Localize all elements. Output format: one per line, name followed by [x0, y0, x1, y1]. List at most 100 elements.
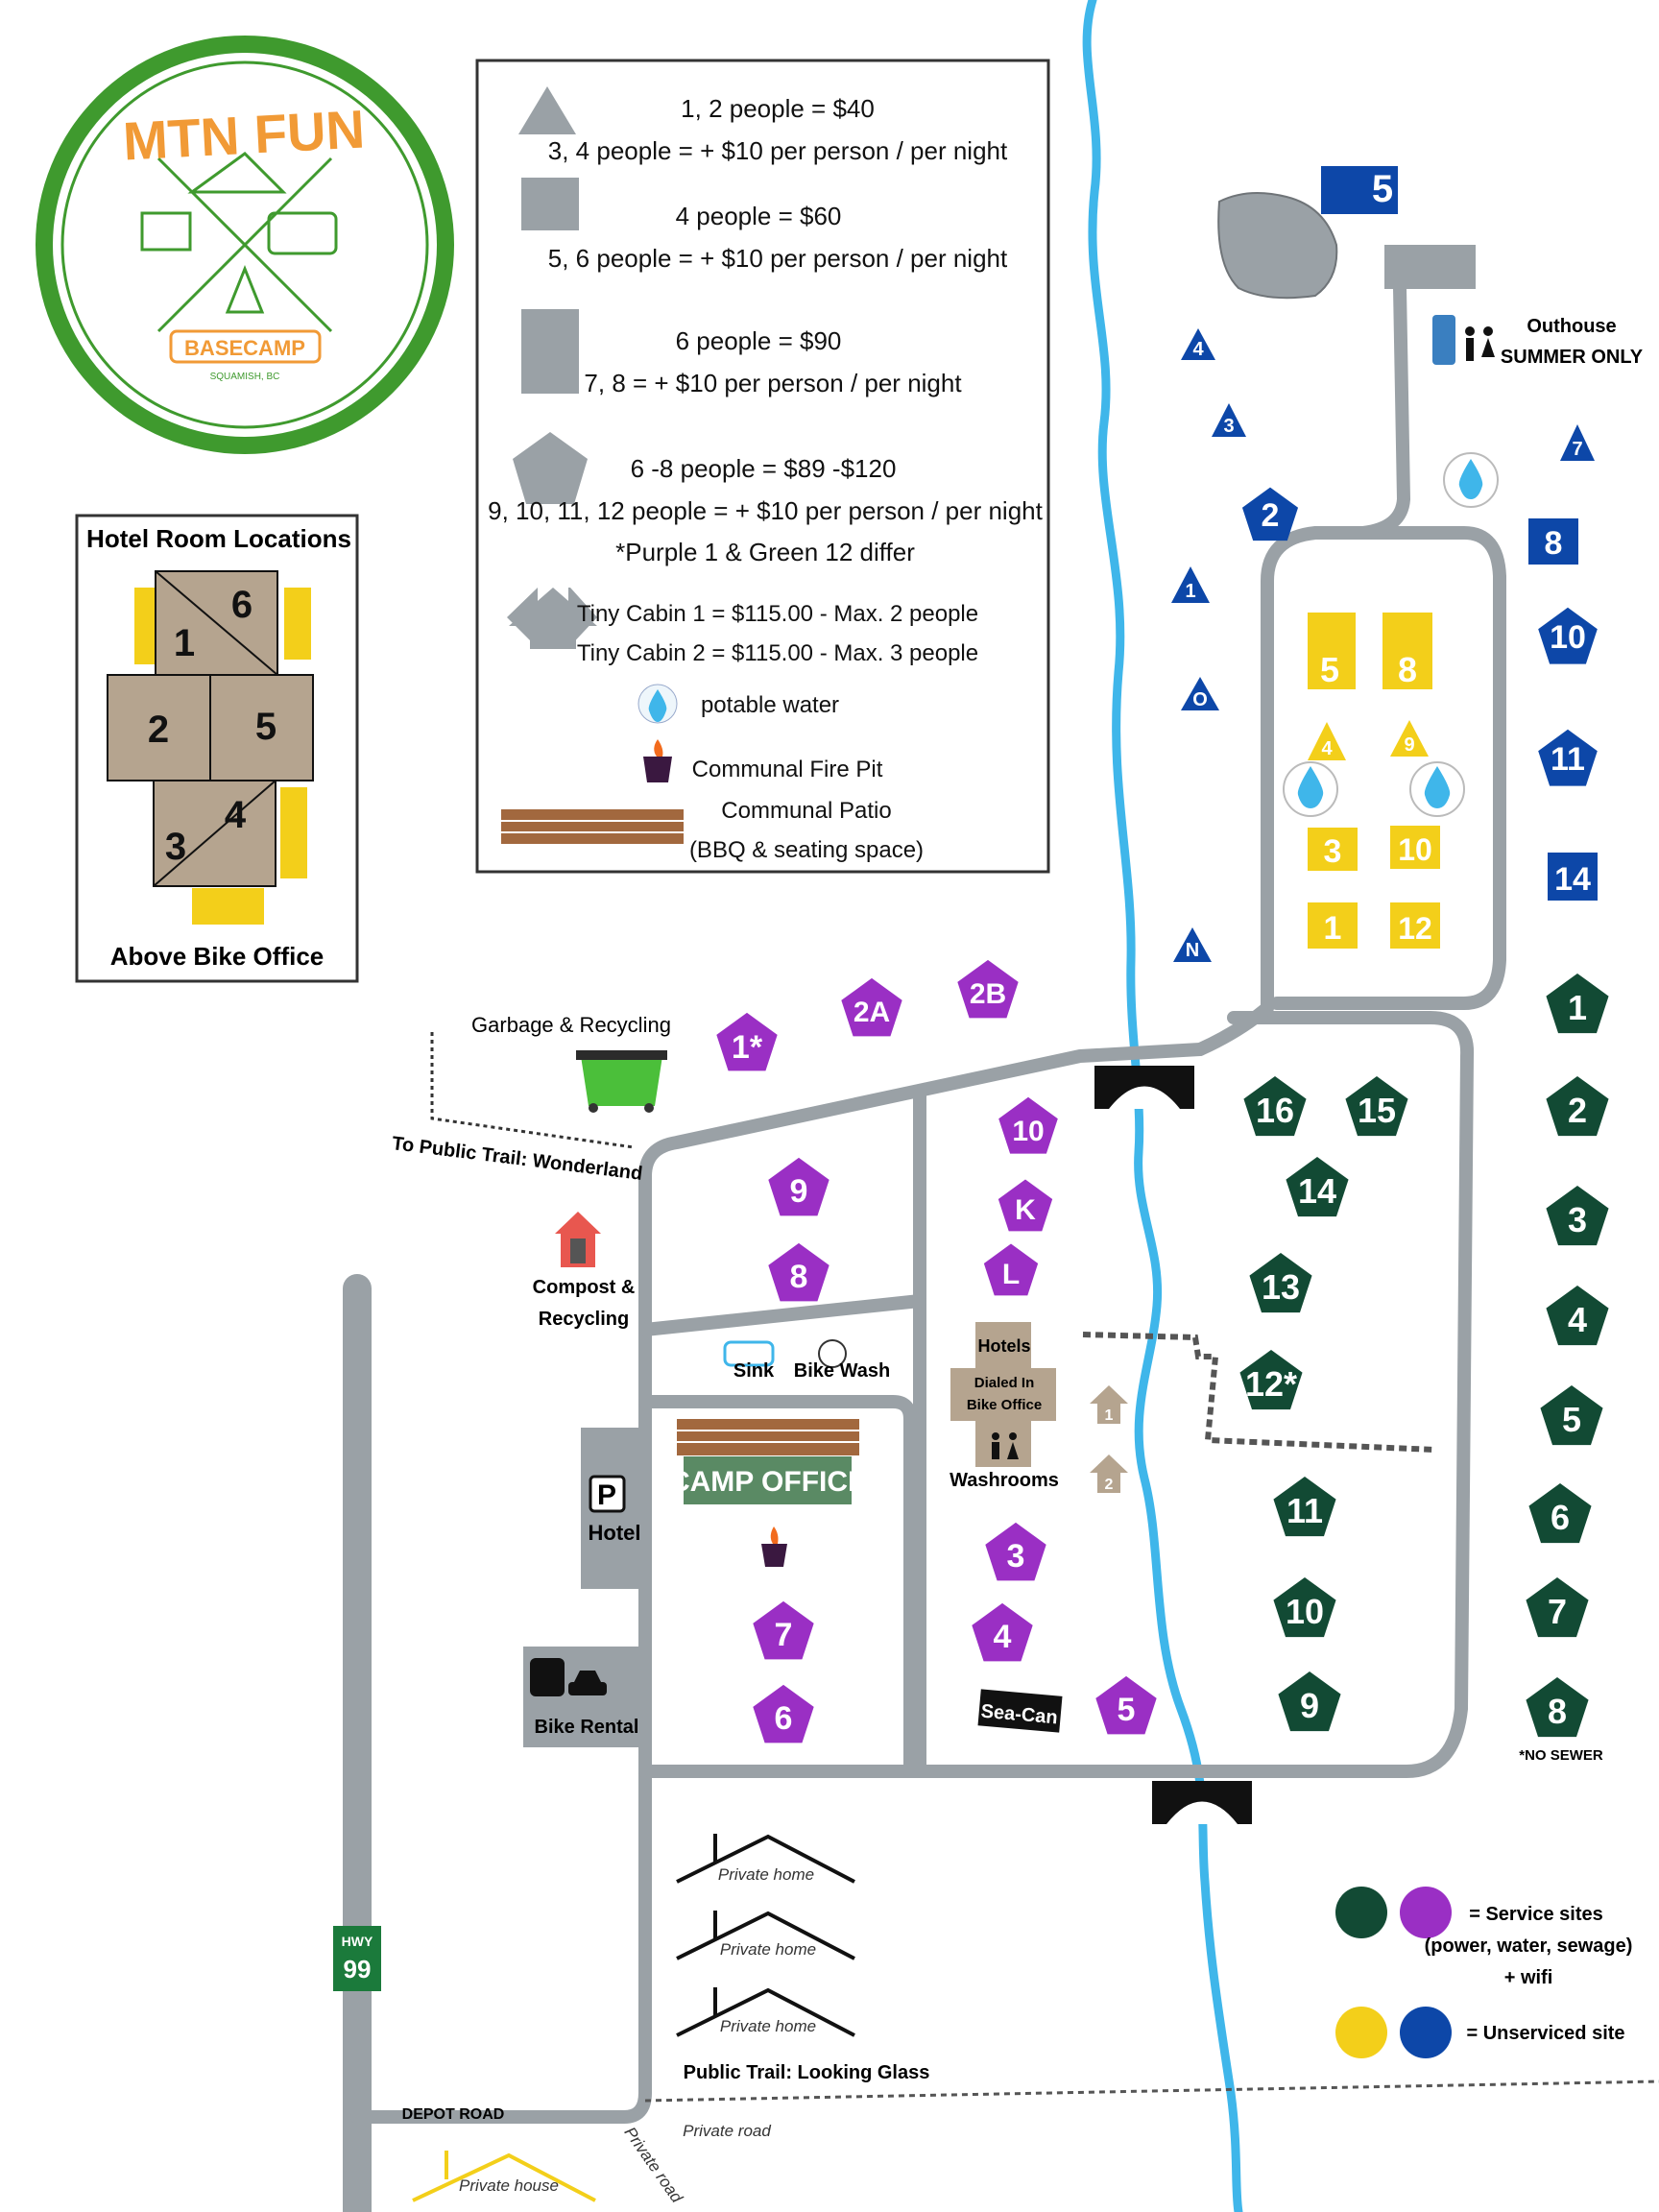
camp-office-label: CAMP OFFICE — [669, 1466, 867, 1498]
site-blue-sq-14[interactable] — [1548, 853, 1598, 901]
legend-water: potable water — [701, 692, 839, 718]
site-yellow-sq-3[interactable] — [1308, 828, 1358, 871]
site-purple-L-label: L — [1002, 1259, 1020, 1290]
bike-wash-label: Bike Wash — [794, 1360, 890, 1382]
hotel-building — [950, 1322, 1056, 1467]
site-blue-sq-8-label: 8 — [1545, 525, 1563, 562]
site-blue-5-top[interactable] — [1321, 166, 1398, 214]
water-icon-loop-left — [1283, 761, 1338, 817]
site-blue-tri-1[interactable] — [1171, 566, 1210, 603]
camp-office-sign — [684, 1456, 852, 1504]
site-blue-tri-3[interactable] — [1212, 403, 1246, 437]
legend-pent-1: 6 -8 people = $89 -$120 — [631, 454, 897, 483]
hotel-room-6: 6 — [231, 584, 252, 626]
legend-rect-icon — [521, 309, 579, 394]
legend-patio-2: (BBQ & seating space) — [689, 837, 924, 863]
water-drop-icon — [648, 689, 667, 722]
private-home-1-label: Private home — [718, 1865, 814, 1884]
key-service-2: (power, water, sewage) — [1425, 1936, 1633, 1957]
hotel-room-2: 2 — [148, 709, 169, 751]
site-yellow-rect-8[interactable] — [1382, 613, 1432, 689]
outhouse-note: SUMMER ONLY — [1501, 347, 1644, 368]
compost-icon — [555, 1212, 601, 1267]
hwy-label: HWY — [342, 1934, 373, 1949]
key-service-3: + wifi — [1504, 1967, 1553, 1988]
site-blue-tri-7[interactable] — [1560, 424, 1595, 461]
legend-firepit: Communal Fire Pit — [692, 757, 883, 782]
dotted-path-wonderland — [430, 1032, 635, 1149]
site-green-12star-label: 12* — [1245, 1364, 1297, 1404]
legend-cabin-1: Tiny Cabin 1 = $115.00 - Max. 2 people — [577, 601, 978, 627]
site-blue-tri-O[interactable] — [1181, 677, 1219, 710]
compost-label-2: Recycling — [539, 1309, 629, 1330]
hotel-parking-label: Hotel — [589, 1521, 641, 1545]
hwy-sign — [333, 1926, 381, 1991]
site-yellow-rect-8-label: 8 — [1398, 650, 1417, 689]
hotel-room-4: 4 — [225, 794, 247, 836]
parking-sign-icon — [589, 1475, 626, 1513]
tiny-cabin-2[interactable] — [1090, 1455, 1128, 1493]
building-hotels-label: Hotels — [977, 1336, 1030, 1356]
building-bike-label: Bike Office — [967, 1397, 1042, 1413]
compost-label: Compost & — [533, 1277, 636, 1298]
bike-wash-icon — [818, 1339, 847, 1368]
key-yellow-dot — [1335, 2007, 1387, 2058]
site-yellow-tri-9[interactable] — [1390, 720, 1429, 757]
site-purple-10-label: 10 — [1012, 1116, 1044, 1147]
office-firepit-icon — [761, 1527, 787, 1567]
washroom-icon — [992, 1432, 1019, 1459]
site-blue-tri-O-label: O — [1192, 689, 1208, 710]
site-blue-tri-3-label: 3 — [1223, 416, 1234, 437]
site-yellow-sq-1-label: 1 — [1324, 910, 1342, 947]
site-yellow-sq-1[interactable] — [1308, 902, 1358, 949]
site-blue-5-top-label: 5 — [1372, 168, 1393, 210]
site-green-outer-4-label: 4 — [1568, 1300, 1587, 1339]
site-yellow-tri-4[interactable] — [1308, 722, 1346, 760]
site-yellow-sq-12-label: 12 — [1398, 911, 1432, 946]
hotel-floorplan — [107, 570, 314, 925]
car-icon — [568, 1671, 607, 1695]
site-green-10-label: 10 — [1286, 1592, 1324, 1631]
hotel-room-3: 3 — [165, 826, 186, 868]
private-home-2-icon — [676, 1911, 855, 1960]
key-green-dot — [1335, 1887, 1387, 1938]
legend-triangle-icon — [518, 86, 576, 134]
private-home-3-label: Private home — [720, 2017, 816, 2035]
garbage-bin-icon — [576, 1050, 667, 1113]
hotel-footer: Above Bike Office — [110, 942, 325, 971]
site-yellow-rect-5[interactable] — [1308, 613, 1356, 689]
legend-firepit-icon — [643, 739, 672, 782]
site-blue-tri-N[interactable] — [1173, 927, 1212, 962]
legend-patio-1: Communal Patio — [721, 798, 891, 824]
blue-triangle-sites — [1171, 328, 1595, 962]
bridge-lower — [1152, 1781, 1252, 1824]
tiny-cabin-1[interactable] — [1090, 1385, 1128, 1424]
legend-cabin-2: Tiny Cabin 2 = $115.00 - Max. 3 people — [577, 640, 978, 666]
private-home-3-icon — [676, 1987, 855, 2037]
private-house-icon — [412, 2151, 596, 2202]
tiny-cabin-1-label: 1 — [1105, 1407, 1114, 1424]
legend-cabin-icon-shape — [509, 588, 597, 649]
private-road-label-1: Private road — [683, 2122, 771, 2140]
site-purple-6-label: 6 — [775, 1700, 793, 1737]
site-purple-3-label: 3 — [1007, 1538, 1025, 1575]
legend-triangle-2: 3, 4 people = + $10 per person / per nig… — [548, 136, 1008, 165]
site-purple-2A-label: 2A — [854, 997, 890, 1028]
site-green-16-label: 16 — [1256, 1091, 1294, 1130]
site-blue-tri-4[interactable] — [1181, 328, 1215, 360]
sea-can — [977, 1689, 1063, 1733]
site-yellow-sq-12[interactable] — [1390, 902, 1440, 949]
site-green-13-label: 13 — [1262, 1267, 1300, 1307]
parking-p-label: P — [597, 1479, 616, 1511]
site-blue-tri-N-label: N — [1186, 940, 1199, 961]
sink-label: Sink — [733, 1360, 775, 1382]
garbage-label: Garbage & Recycling — [471, 1013, 671, 1037]
site-blue-sq-8[interactable] — [1528, 518, 1578, 565]
no-sewer-note: *NO SEWER — [1519, 1747, 1603, 1764]
dotted-trail — [1082, 1332, 1436, 1453]
site-blue-pent-10-label: 10 — [1550, 619, 1586, 656]
site-yellow-sq-10[interactable] — [1390, 826, 1440, 869]
site-yellow-tri-9-label: 9 — [1404, 734, 1414, 756]
site-yellow-rect-5-label: 5 — [1320, 650, 1339, 689]
legend-rect-1: 6 people = $90 — [676, 326, 842, 355]
